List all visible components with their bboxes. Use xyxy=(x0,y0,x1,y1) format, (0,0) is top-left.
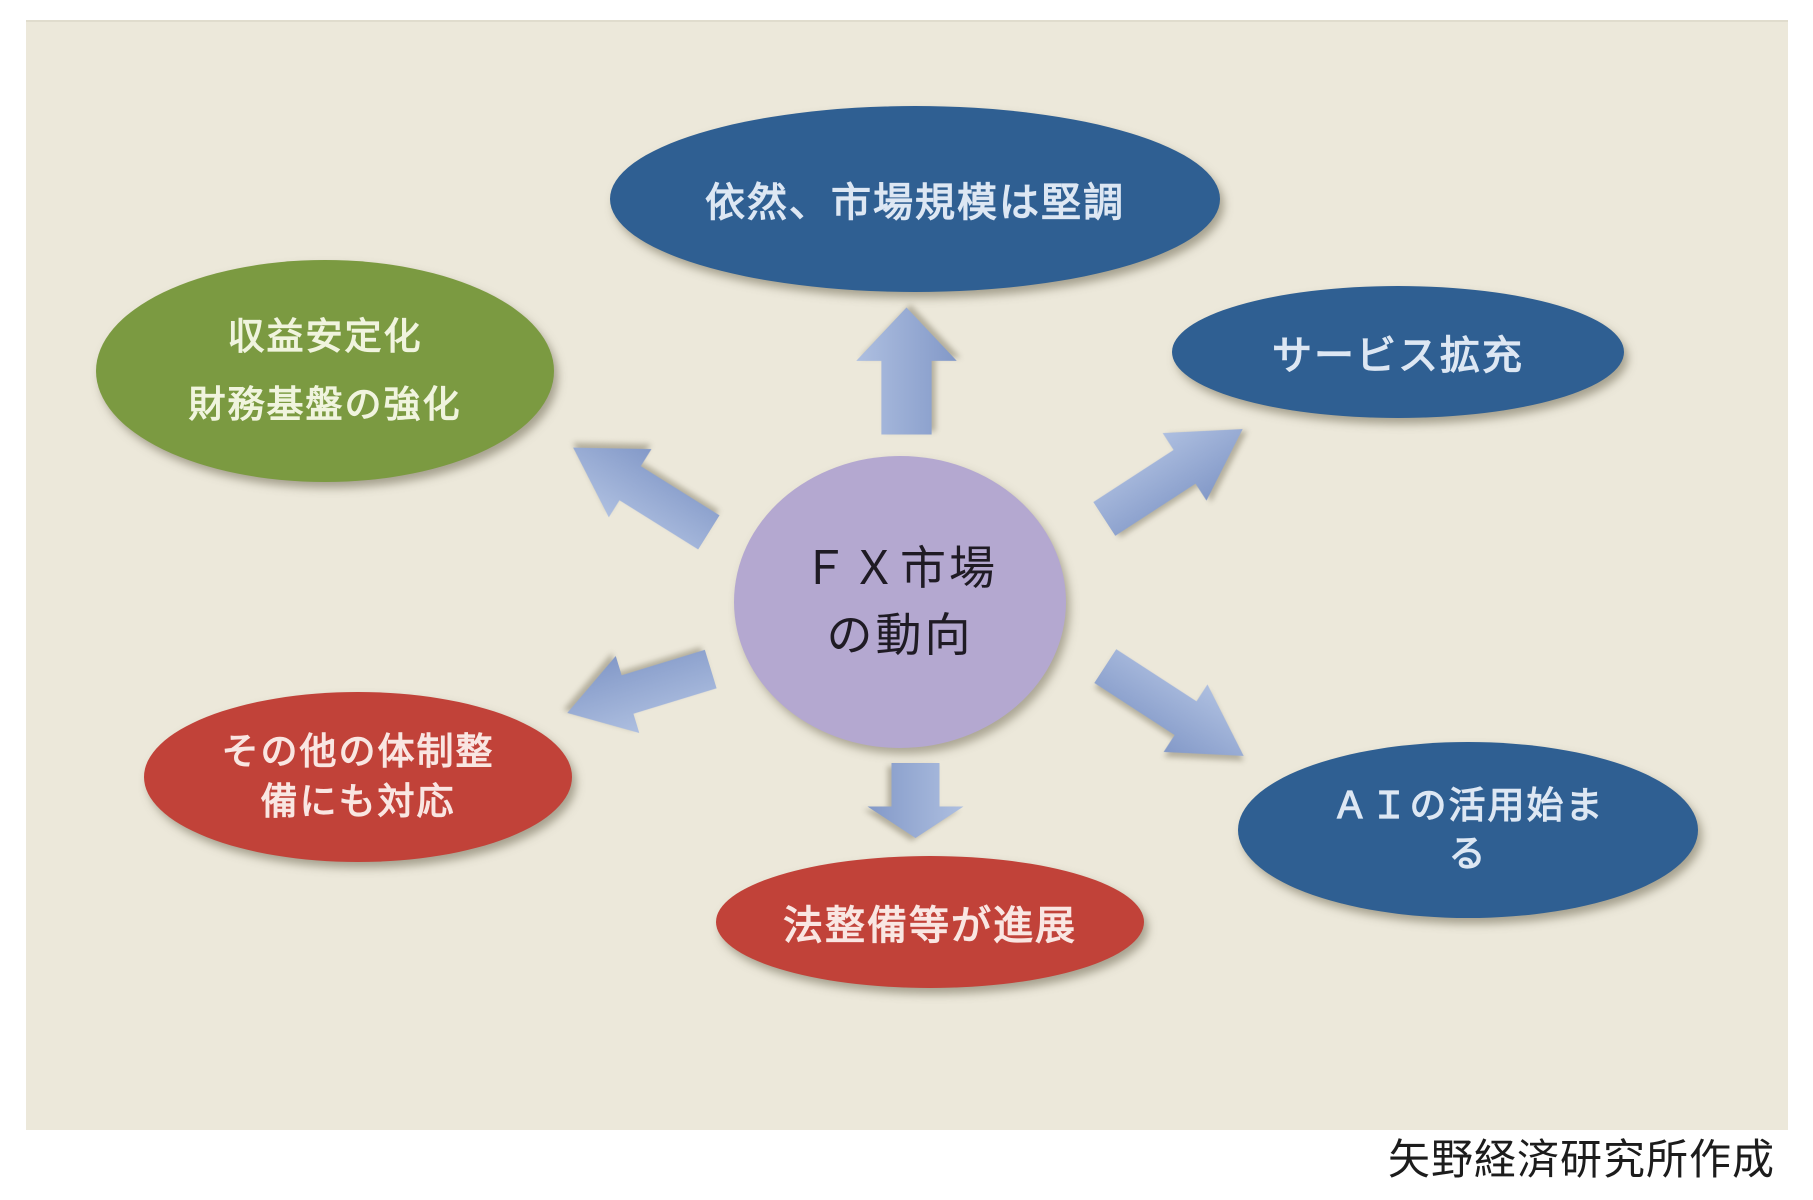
node-label: その他の体制整 備にも対応 xyxy=(221,730,495,823)
node-label: 依然、市場規模は堅調 xyxy=(705,180,1125,226)
topic-node-service-expansion: サービス拡充 xyxy=(1172,286,1624,418)
center-node-fx-market-trends: ＦＸ市場 の動向 xyxy=(734,456,1066,748)
center-node-label: ＦＸ市場 の動向 xyxy=(802,541,998,662)
arrow-upper-left-icon xyxy=(550,410,732,569)
node-label: ＡＩの活用始ま る xyxy=(1331,783,1605,875)
topic-node-other-systems: その他の体制整 備にも対応 xyxy=(144,692,572,862)
node-label: 収益安定化 財務基盤の強化 xyxy=(188,314,462,426)
node-label: 法整備等が進展 xyxy=(783,903,1077,949)
arrow-up-icon xyxy=(852,307,962,435)
topic-node-profit-stability: 収益安定化 財務基盤の強化 xyxy=(96,260,554,482)
topic-node-market-scale: 依然、市場規模は堅調 xyxy=(610,106,1220,292)
arrow-lower-right-icon xyxy=(1081,629,1267,793)
node-label: サービス拡充 xyxy=(1272,333,1524,379)
source-credit: 矢野経済研究所作成 xyxy=(1388,1135,1776,1184)
arrow-lower-left-icon xyxy=(554,627,723,755)
arrow-upper-right-icon xyxy=(1080,392,1266,556)
arrow-down-icon xyxy=(863,763,968,838)
topic-node-legal-progress: 法整備等が進展 xyxy=(716,856,1144,988)
topic-node-ai-utilization: ＡＩの活用始ま る xyxy=(1238,742,1698,918)
